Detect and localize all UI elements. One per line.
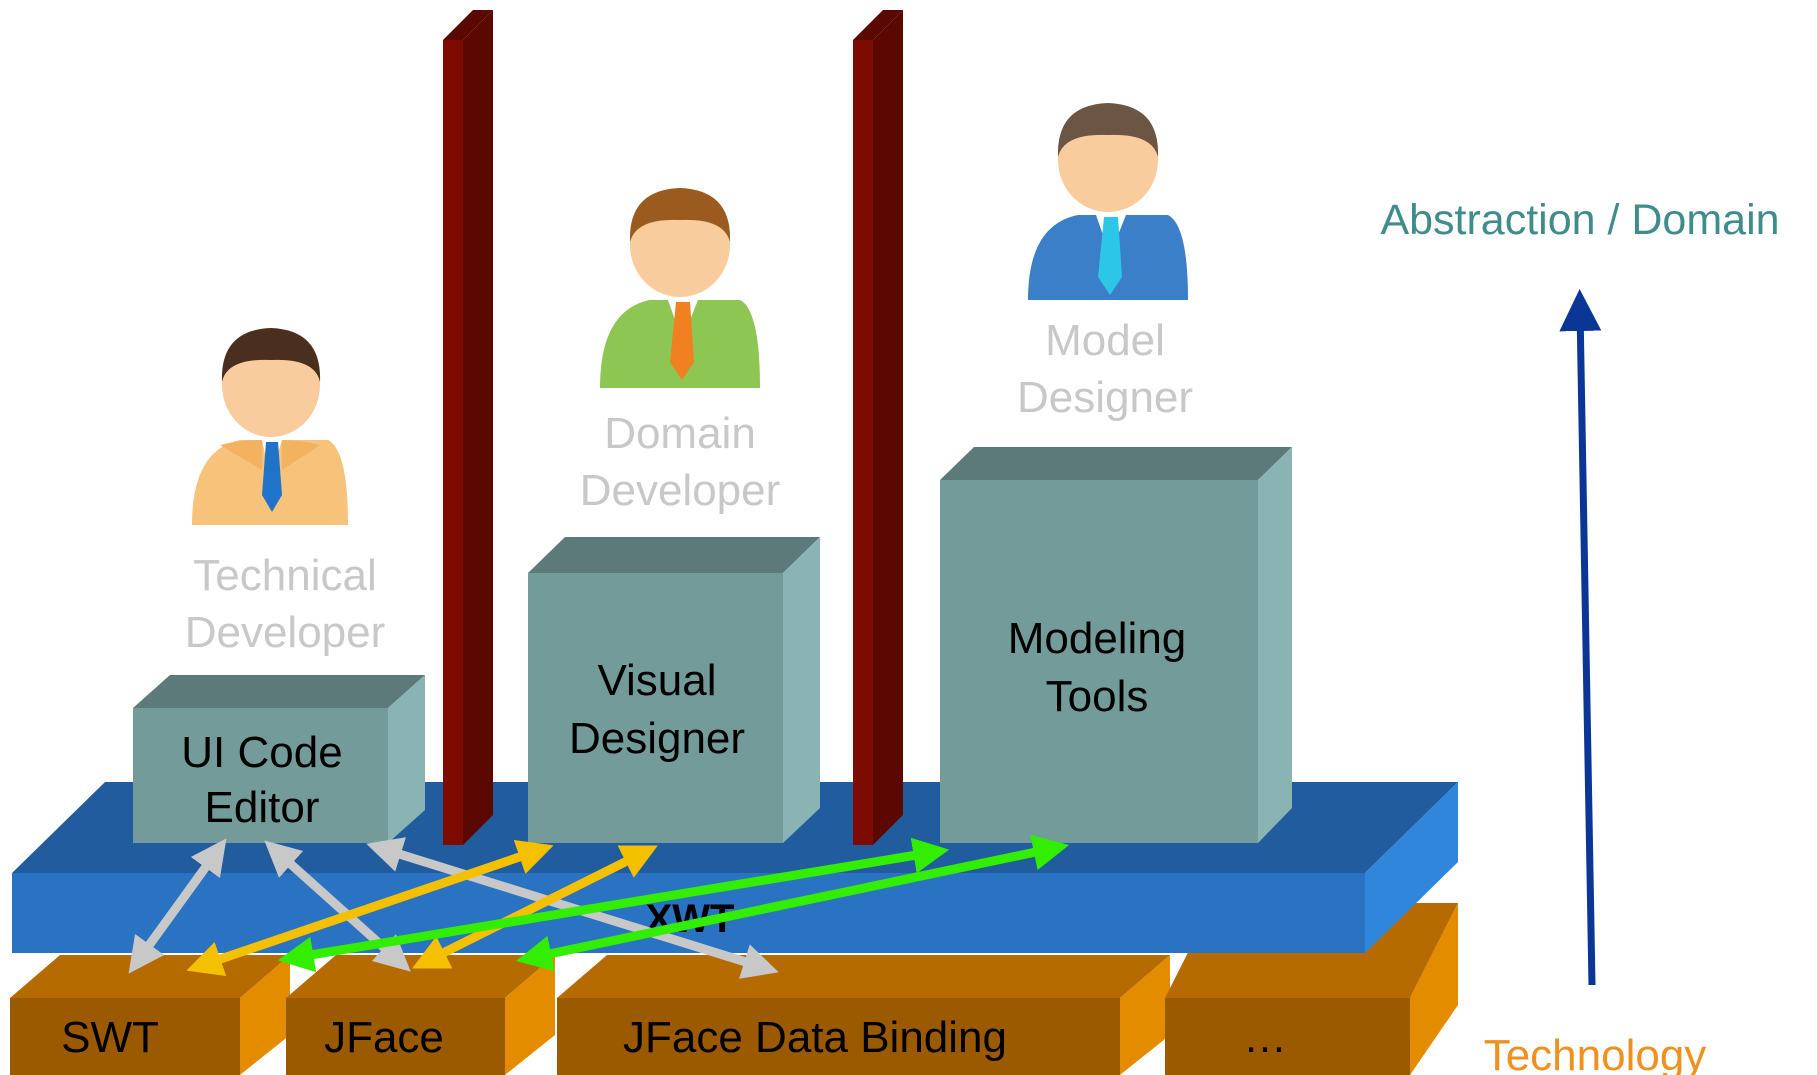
abstraction-axis: Abstraction / Domain Technology — [1380, 196, 1779, 1075]
tool-visual-designer: Visual Designer — [528, 537, 820, 843]
pillar-right — [853, 10, 903, 845]
pillar-left — [443, 10, 493, 845]
axis-bottom-label: Technology — [1484, 1031, 1707, 1075]
tech-block-jface: JFace — [286, 955, 555, 1075]
tool-label-ui-code-line2: Editor — [205, 783, 320, 832]
role-model-line2: Designer — [1017, 373, 1193, 422]
tool-modeling-tools: Modeling Tools — [940, 447, 1292, 843]
tech-block-swt: SWT — [10, 955, 290, 1075]
model-designer-icon — [1028, 103, 1188, 300]
axis-top-label: Abstraction / Domain — [1380, 196, 1779, 244]
technology-layer: SWT JFace JFace Data Binding … — [10, 903, 1458, 1075]
role-domain-line2: Developer — [580, 466, 781, 515]
tool-label-modeling-line2: Tools — [1046, 672, 1149, 721]
tool-label-visual-line1: Visual — [597, 656, 716, 705]
domain-developer-icon — [600, 188, 760, 388]
platform-side — [1365, 782, 1458, 953]
connection-arrows — [128, 834, 1070, 979]
tech-label-jface-data-binding: JFace Data Binding — [623, 1013, 1007, 1062]
tech-label-ellipsis: … — [1243, 1013, 1287, 1062]
tech-label-swt: SWT — [61, 1013, 159, 1062]
role-technical-line1: Technical — [193, 551, 376, 600]
role-technical-line2: Developer — [185, 608, 386, 657]
tool-ui-code-editor: UI Code Editor — [133, 675, 425, 843]
role-model-line1: Model — [1045, 316, 1165, 365]
tool-label-visual-line2: Designer — [569, 714, 745, 763]
technical-developer-icon — [192, 328, 348, 525]
tool-label-modeling-line1: Modeling — [1008, 614, 1187, 663]
role-domain-line1: Domain — [604, 409, 756, 458]
arrow-modeling-jface — [515, 834, 1070, 972]
axis-arrow — [1559, 289, 1602, 986]
tech-block-jface-data-binding: JFace Data Binding — [557, 955, 1170, 1075]
tool-label-ui-code-line1: UI Code — [181, 728, 342, 777]
tech-label-jface: JFace — [324, 1013, 444, 1062]
